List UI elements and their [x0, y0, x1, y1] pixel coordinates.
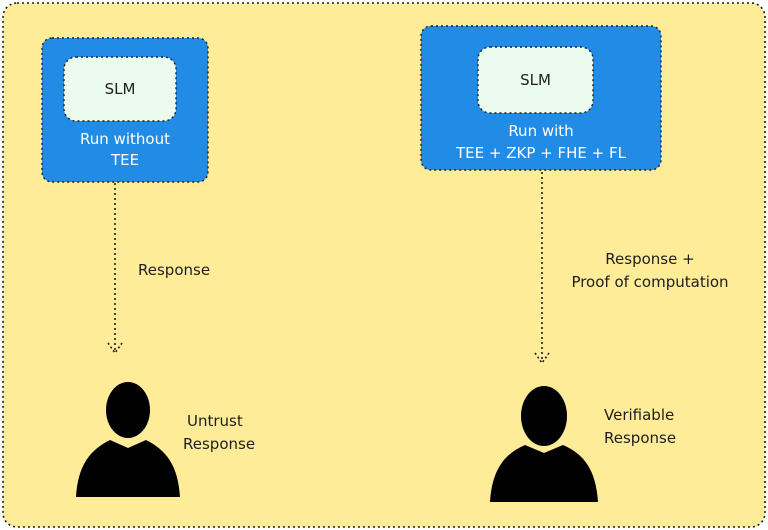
right-arrow-line2: Proof of computation — [571, 273, 729, 291]
left-mode-line2: TEE — [110, 151, 140, 169]
right-user-icon — [490, 386, 598, 502]
left-user-line2: Response — [183, 435, 256, 453]
left-slm-box — [63, 56, 177, 122]
left-mode-line1: Run without — [80, 130, 170, 148]
right-user-line1: Verifiable — [604, 406, 675, 424]
left-slm-label: SLM — [104, 80, 136, 98]
left-user-icon — [76, 382, 180, 497]
right-mode-line2: TEE + ZKP + FHE + FL — [456, 144, 626, 162]
right-slm-label: SLM — [520, 71, 551, 89]
right-user-line2: Response — [604, 429, 677, 447]
right-mode-line1: Run with — [508, 122, 574, 140]
left-arrow-label: Response — [138, 261, 211, 279]
left-user-line1: Untrust — [187, 412, 243, 430]
right-response-arrow — [534, 172, 550, 365]
right-slm-box — [477, 46, 594, 114]
right-arrow-line1: Response + — [605, 250, 695, 268]
